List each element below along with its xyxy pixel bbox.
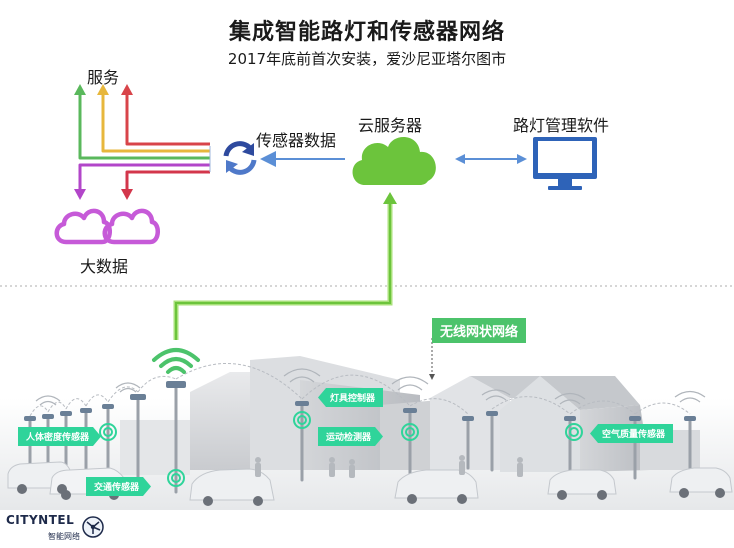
streetlight-heads — [24, 381, 696, 421]
big-data-cloud-icon — [54, 208, 160, 245]
services-arrows — [74, 84, 211, 200]
sensor-rings — [99, 411, 583, 487]
big-data-label: 大数据 — [80, 257, 129, 276]
wifi-icon — [152, 348, 200, 374]
tag-light-control: 灯具控制器 — [318, 388, 384, 407]
tag-air-quality-sensor: 空气质量传感器 — [590, 424, 674, 443]
brand-name: CITYNTEL — [6, 513, 75, 527]
brand-tagline: 智能网络 — [48, 532, 80, 541]
brand-logo-icon — [82, 516, 104, 538]
streetlight-software-label: 路灯管理软件 — [513, 116, 610, 135]
cloud-server-label: 云服务器 — [358, 116, 423, 135]
services-label: 服务 — [87, 68, 120, 87]
monitor-icon — [533, 137, 597, 190]
tag-motion-detector: 运动检测器 — [318, 427, 383, 446]
tag-crowd-density-sensor: 人体密度传感器 — [18, 427, 101, 446]
sensor-data-label: 传感器数据 — [256, 131, 337, 150]
tag-traffic-sensor: 交通传感器 — [86, 477, 151, 496]
wireless-mesh-label: 无线网状网络 — [432, 318, 527, 343]
mesh-arcs — [29, 362, 691, 417]
diagram-subtitle: 2017年底前首次安装，爱沙尼亚塔尔图市 — [227, 50, 507, 68]
diagram-title: 集成智能路灯和传感器网络 — [228, 20, 505, 45]
sync-icon — [223, 141, 257, 175]
cloud-icon — [352, 137, 436, 185]
uplink-arrow — [173, 192, 397, 340]
mesh-wifi-waves — [35, 368, 706, 406]
software-link-arrow — [455, 154, 527, 164]
cars — [7, 461, 733, 506]
pedestrians — [255, 455, 523, 478]
